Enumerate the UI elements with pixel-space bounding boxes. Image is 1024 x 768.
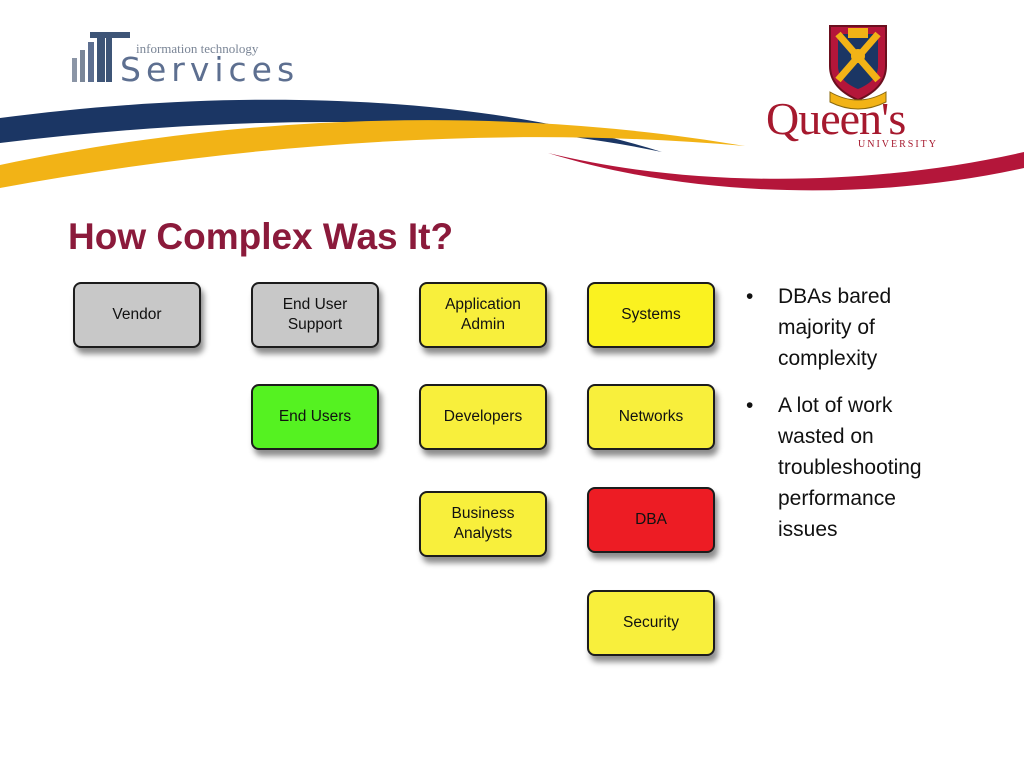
crimson-swoosh bbox=[548, 152, 1024, 191]
systems-box: Systems bbox=[587, 282, 715, 348]
queens-crest-icon bbox=[829, 25, 887, 110]
its-services-logo: information technology Services bbox=[70, 28, 294, 90]
bullet-marker: • bbox=[746, 394, 754, 417]
its-wordmark: Services bbox=[120, 50, 300, 89]
networks-box: Networks bbox=[587, 384, 715, 450]
end-users-box: End Users bbox=[251, 384, 379, 450]
its-bars-icon bbox=[72, 32, 130, 82]
queens-subtitle: UNIVERSITY bbox=[858, 139, 938, 150]
end-user-support-box: End User Support bbox=[251, 282, 379, 348]
business-analysts-box: Business Analysts bbox=[419, 491, 547, 557]
gold-swoosh bbox=[0, 120, 745, 188]
vendor-box: Vendor bbox=[73, 282, 201, 348]
queens-wordmark: Queen's bbox=[766, 93, 906, 144]
bullet-list: • DBAs bared majority of complexity • A … bbox=[746, 281, 956, 561]
slide-title: How Complex Was It? bbox=[68, 216, 454, 257]
dba-box: DBA bbox=[587, 487, 715, 553]
queens-university-logo: Queen's UNIVERSITY bbox=[760, 22, 955, 157]
bullet-item: • DBAs bared majority of complexity bbox=[746, 281, 956, 374]
security-box: Security bbox=[587, 590, 715, 656]
bullet-marker: • bbox=[746, 285, 754, 308]
its-tagline: information technology bbox=[136, 41, 259, 56]
bullet-text: A lot of work wasted on troubleshooting … bbox=[778, 394, 922, 541]
navy-swoosh bbox=[0, 99, 662, 152]
bullet-text: DBAs bared majority of complexity bbox=[778, 285, 892, 370]
bullet-item: • A lot of work wasted on troubleshootin… bbox=[746, 390, 956, 545]
header-swoosh bbox=[0, 99, 1024, 191]
application-admin-box: Application Admin bbox=[419, 282, 547, 348]
developers-box: Developers bbox=[419, 384, 547, 450]
